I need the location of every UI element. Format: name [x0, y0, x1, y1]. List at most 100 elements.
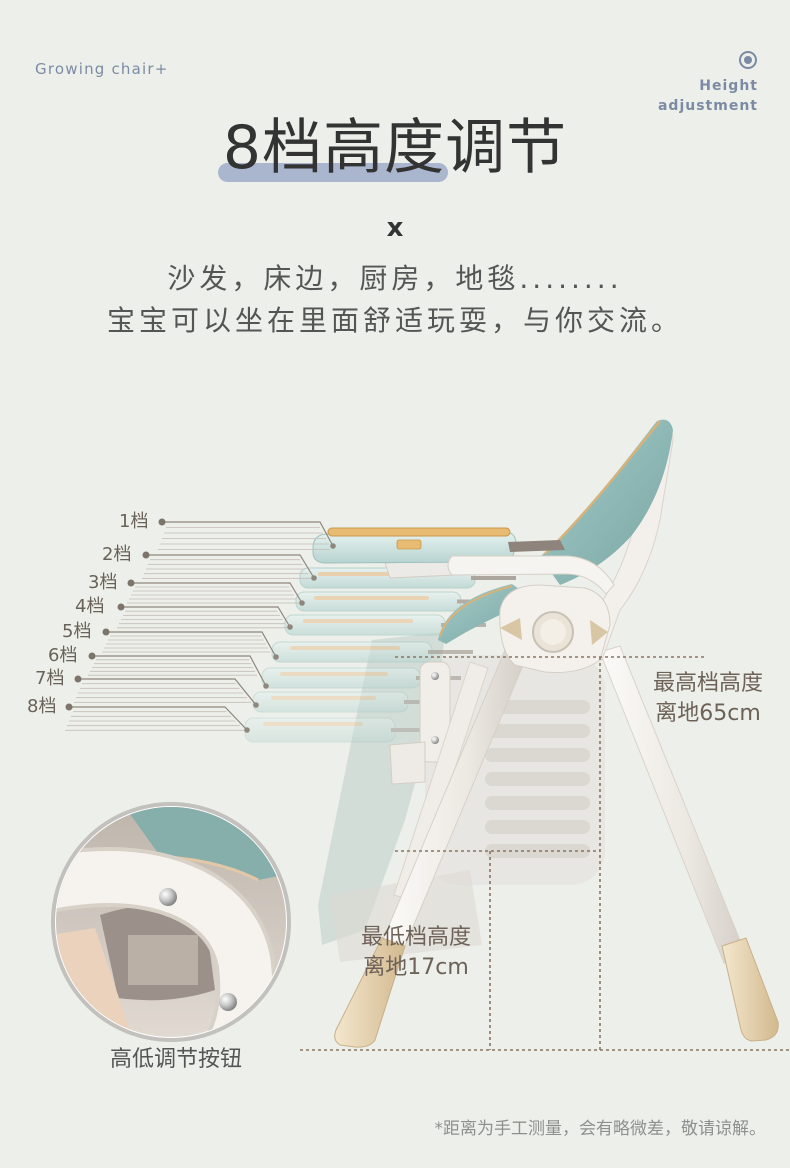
level-3-tray-point: [299, 600, 305, 606]
level-3-dot: [127, 579, 135, 587]
backrest-cushion: [540, 419, 673, 585]
level-5-tray-point: [273, 654, 279, 660]
closeup-caption: 高低调节按钮: [109, 1047, 242, 1072]
level-7-tray-point: [253, 702, 259, 708]
tray-rim: [327, 527, 511, 537]
hinge-knob-cap: [540, 619, 566, 645]
tray-level-5: [271, 641, 473, 663]
badge-line-adjustment: adjustment: [657, 98, 758, 114]
tray-rim: [314, 596, 429, 600]
tray-level-4: [284, 614, 486, 636]
tray-rim: [303, 619, 413, 623]
height-adjust-bracket: [389, 661, 451, 785]
tray-arm: [471, 576, 516, 580]
tray-arm: [391, 728, 436, 732]
level-label-6: 6档: [48, 645, 78, 666]
level-label-8: 8档: [27, 696, 57, 717]
level-8-leader-line: [69, 706, 248, 731]
level-4-leader-line: [121, 606, 291, 628]
level-2-dot: [142, 551, 150, 559]
ghost-rib: [485, 724, 590, 738]
ghost-backrest: [318, 632, 445, 945]
seat-piping: [439, 585, 513, 637]
tray-arm: [428, 650, 473, 654]
level-3-leader-line: [131, 582, 303, 604]
ghost-rib: [485, 820, 590, 834]
level-label-3: 3档: [88, 572, 118, 593]
level-6-dot: [88, 652, 96, 660]
bracket-screw: [431, 736, 439, 744]
level-2-tray-point: [311, 575, 317, 581]
tray-rim: [263, 722, 363, 726]
page-title: 8档高度调节: [222, 113, 568, 183]
tray-body: [284, 614, 446, 636]
tray-body: [271, 641, 433, 663]
tray-rim: [280, 672, 388, 676]
adjust-button-closeup: [51, 802, 291, 1042]
level-7-leader-line: [78, 678, 257, 706]
badge-line-height: Height: [699, 78, 758, 94]
level-2-leader-line: [146, 554, 315, 579]
front-legs: [334, 649, 528, 1048]
ghost-rib: [485, 700, 590, 714]
highest-height-value: 离地65cm: [655, 701, 761, 726]
height-reference-lines: [300, 656, 790, 1051]
tray-rim: [290, 646, 400, 650]
armrest: [447, 555, 615, 595]
subtitle-line-1: 沙发，床边，厨房，地毯........: [167, 262, 623, 295]
subtitle-line-2: 宝宝可以坐在里面舒适玩耍，与你交流。: [106, 304, 683, 337]
level-6-leader-line: [92, 655, 267, 687]
tray-body: [244, 717, 396, 743]
level-4-tray-point: [287, 624, 293, 630]
level-7-dot: [74, 675, 82, 683]
closeup-screw-upper: [159, 888, 177, 906]
closeup-pocket-panel: [128, 935, 198, 985]
separator: x: [386, 213, 404, 243]
ghost-rib: [485, 772, 590, 786]
level-label-1: 1档: [119, 511, 149, 532]
bracket-handle: [389, 741, 426, 785]
rear-leg: [599, 645, 779, 1042]
lowest-height-label: 最低档高度: [360, 925, 471, 950]
level-1-tray-point: [330, 543, 336, 549]
ghost-rib: [485, 748, 590, 762]
tray-body: [261, 667, 421, 689]
level-6-tray-point: [263, 683, 269, 689]
ghost-rib: [485, 844, 590, 858]
ghost-rib: [485, 796, 590, 810]
closeup-screw-lower: [219, 993, 237, 1011]
level-8-dot: [65, 703, 73, 711]
footnote: *距离为手工测量，会有略微差，敬请谅解。: [434, 1119, 767, 1139]
bracket-bar: [419, 661, 451, 763]
lowest-height-value: 离地17cm: [363, 955, 469, 980]
rear-foot: [721, 937, 779, 1042]
tray-arm: [508, 540, 565, 552]
level-8-tray-point: [244, 727, 250, 733]
level-4-dot: [117, 603, 125, 611]
tray-level-1: [312, 527, 565, 564]
level-1-dot: [158, 518, 166, 526]
radio-dot-icon: [739, 51, 757, 69]
level-leaders: [65, 518, 336, 733]
level-1-leader-line: [162, 521, 334, 547]
backrest: [540, 419, 673, 585]
tray-tab: [396, 539, 422, 550]
bracket-screw: [431, 672, 439, 680]
level-label-4: 4档: [75, 596, 105, 617]
level-label-7: 7档: [35, 668, 65, 689]
front-foot: [334, 937, 406, 1048]
level-label-2: 2档: [102, 544, 132, 565]
level-label-5: 5档: [62, 621, 92, 642]
hinge-bracket-left: [500, 618, 522, 640]
hinge: [499, 584, 611, 673]
backrest-piping: [544, 420, 661, 555]
brand-label: Growing chair+: [35, 60, 169, 78]
tray-body: [252, 691, 409, 713]
level-5-dot: [102, 628, 110, 636]
level-5-leader-line: [106, 631, 277, 658]
highest-height-label: 最高档高度: [652, 671, 763, 696]
tray-level-8: [244, 717, 436, 743]
title-highlight: [218, 163, 448, 182]
tray-rim: [271, 696, 376, 700]
